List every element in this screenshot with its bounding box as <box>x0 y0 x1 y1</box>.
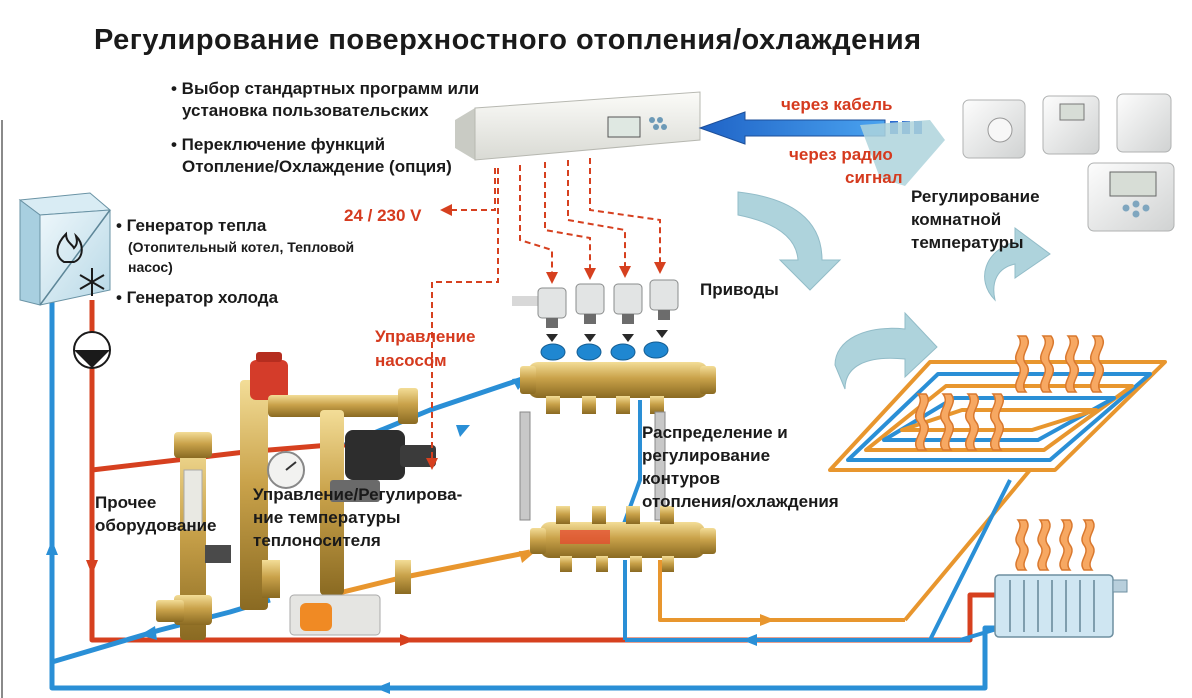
actuators-label: Приводы <box>700 280 779 299</box>
radio-label-1: через радио <box>789 145 893 164</box>
radio-arrow <box>860 120 945 186</box>
voltage-label: 24 / 230 V <box>344 206 422 225</box>
controller-bullet-2-cont: Отопление/Охлаждение (опция) <box>182 157 452 176</box>
controller-bullet-1: • Выбор стандартных программ или <box>171 79 480 98</box>
radiator <box>994 519 1128 638</box>
mixing-group <box>240 352 436 636</box>
mixing-label-3: теплоносителя <box>253 531 381 550</box>
room-temp-label-2: комнатной <box>911 210 1002 229</box>
pump-control-label-1: Управление <box>375 327 476 346</box>
heat-generator-label: • Генератор тепла <box>116 216 267 235</box>
room-temp-label-3: температуры <box>911 233 1024 252</box>
thermostats <box>962 93 1175 232</box>
floor-heat-waves <box>915 335 1104 451</box>
cable-label: через кабель <box>781 95 893 114</box>
controller-bullet-1-cont: установка пользовательских <box>182 101 429 120</box>
thermostat-plain <box>1116 93 1172 153</box>
flame-icon <box>56 231 83 263</box>
distribution-label-1: Распределение и <box>642 423 788 442</box>
controller-unit <box>455 91 701 161</box>
other-equipment-label-2: оборудование <box>95 516 217 535</box>
other-equipment-label-1: Прочее <box>95 493 157 512</box>
pump-symbol <box>73 331 111 369</box>
heat-generator-note-2: насос) <box>128 259 173 275</box>
manifold-bottom <box>530 506 716 572</box>
pump-control-label-2: насосом <box>375 351 447 370</box>
mixing-label-2: ние температуры <box>253 508 401 527</box>
manifold-top <box>519 341 716 521</box>
actuators <box>512 279 679 342</box>
room-temp-label-1: Регулирование <box>911 187 1040 206</box>
thermostat-display <box>1042 95 1100 155</box>
cold-generator-label: • Генератор холода <box>116 288 279 307</box>
distribution-label-4: отопления/охлаждения <box>642 492 839 511</box>
heat-generator-note-1: (Отопительный котел, Тепловой <box>128 239 355 255</box>
radio-label-2: сигнал <box>845 168 903 187</box>
mixing-label-1: Управление/Регулирова- <box>253 485 463 504</box>
distribution-label-3: контуров <box>642 469 721 488</box>
page-title: Регулирование поверхностного отопления/о… <box>94 24 922 56</box>
signal-lines <box>431 158 661 460</box>
other-equipment-valves <box>156 432 231 640</box>
generator-box <box>18 192 112 306</box>
distribution-label-2: регулирование <box>642 446 771 465</box>
curved-arrows <box>737 191 1051 390</box>
snowflake-icon <box>79 268 105 296</box>
thermostat-dial <box>962 99 1026 159</box>
thermostat-programmable <box>1087 162 1175 232</box>
controller-bullet-2: • Переключение функций <box>171 135 386 154</box>
circulation-pump <box>330 430 436 502</box>
